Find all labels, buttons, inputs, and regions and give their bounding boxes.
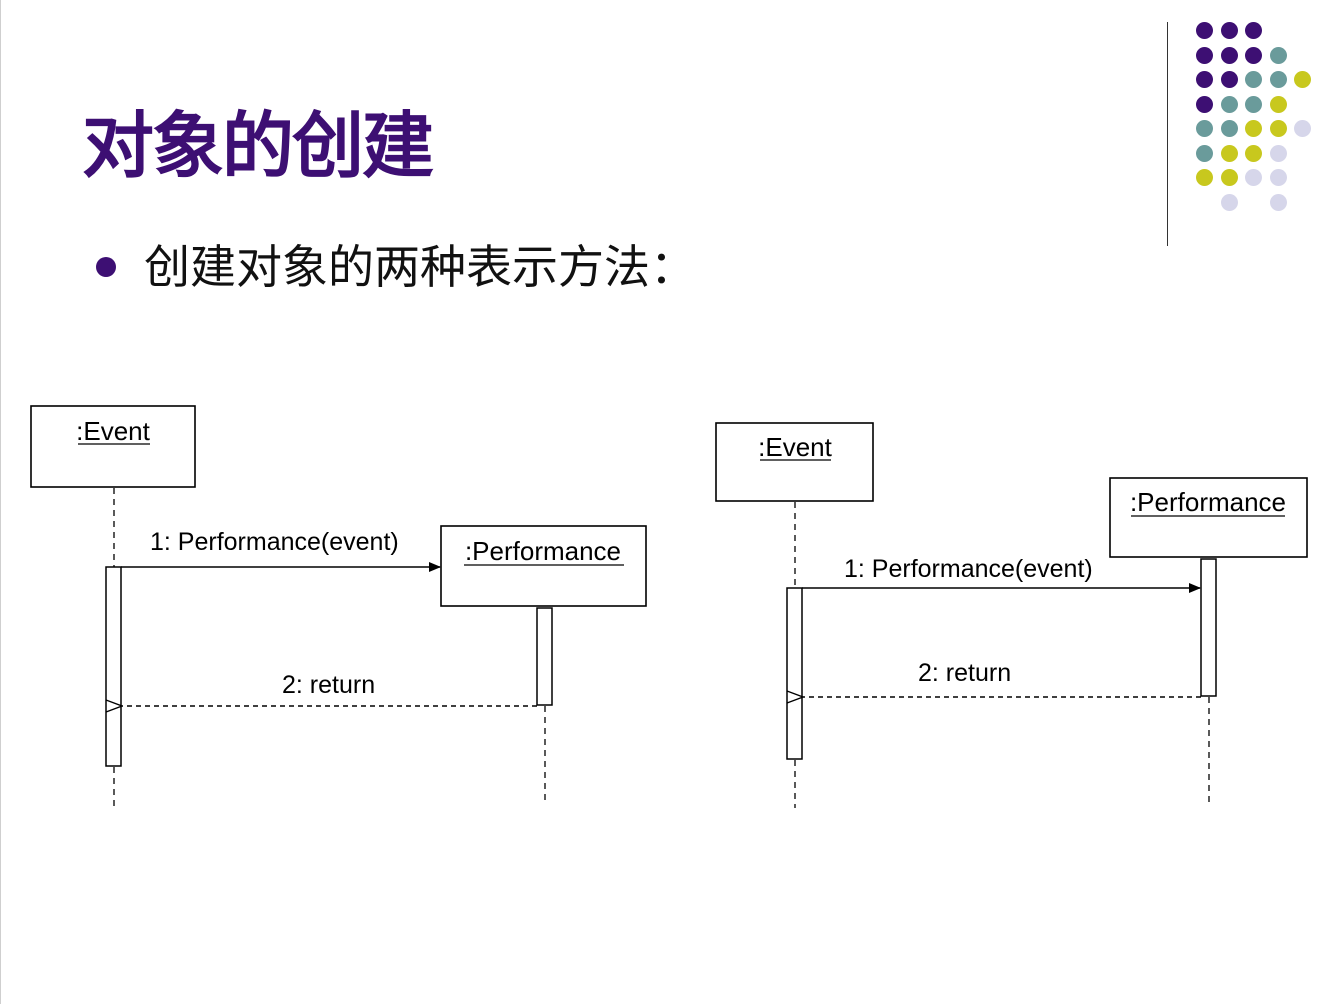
decor-dot — [1269, 144, 1287, 162]
left-performance-activation — [536, 607, 553, 706]
bullet-item: 创建对象的两种表示方法： — [96, 244, 696, 290]
decor-dot — [1220, 95, 1238, 113]
decor-dot — [1220, 22, 1238, 39]
decor-dot — [1294, 71, 1311, 88]
right-performance-box — [1109, 477, 1308, 558]
right-performance-activation — [1200, 558, 1217, 697]
decor-dot — [1196, 169, 1213, 186]
decor-dot — [1220, 71, 1238, 88]
decor-dot — [1196, 71, 1213, 88]
decor-dot — [1245, 22, 1262, 39]
left-create-message-label: 1: Performance(event) — [150, 528, 399, 556]
left-return-message-label: 2: return — [282, 671, 375, 699]
left-event-label: :Event — [76, 416, 150, 446]
decor-divider-line — [1167, 22, 1168, 246]
right-performance-label: :Performance — [1130, 487, 1286, 517]
decor-dot-grid — [1196, 22, 1316, 222]
right-event-label: :Event — [758, 432, 832, 462]
decor-dot — [1196, 144, 1213, 162]
decor-dot — [1196, 46, 1213, 64]
decor-dot — [1220, 144, 1238, 162]
decor-dot — [1196, 22, 1213, 39]
right-create-message-label: 1: Performance(event) — [844, 555, 1093, 583]
slide-left-border — [0, 0, 1, 1004]
decor-dot — [1220, 46, 1238, 64]
right-event-activation — [786, 587, 803, 760]
decor-dot — [1245, 95, 1262, 113]
decor-dot — [1245, 144, 1262, 162]
decor-dot — [1269, 193, 1287, 211]
decor-dot — [1269, 46, 1287, 64]
decor-dot — [1245, 71, 1262, 88]
right-event-box — [715, 422, 874, 502]
decor-dot — [1245, 169, 1262, 186]
decor-dot — [1196, 95, 1213, 113]
decor-dot — [1220, 169, 1238, 186]
decor-dot — [1294, 120, 1311, 137]
bullet-dot-icon — [96, 257, 116, 277]
bullet-text: 创建对象的两种表示方法： — [144, 240, 696, 294]
right-return-message-label: 2: return — [918, 659, 1011, 687]
decor-dot — [1269, 169, 1287, 186]
decor-dot — [1196, 120, 1213, 137]
decor-dot — [1269, 120, 1287, 137]
decor-dot — [1269, 71, 1287, 88]
decor-dot — [1220, 193, 1238, 211]
diagram-left: :Event 1: Performance(event) :Performanc… — [30, 405, 647, 808]
left-performance-label: :Performance — [465, 536, 621, 566]
decor-dot — [1245, 120, 1262, 137]
decor-dot — [1245, 46, 1262, 64]
slide-title: 对象的创建 — [82, 104, 434, 188]
left-performance-box — [440, 525, 647, 607]
diagram-right: :Event :Performance 1: Performance(event… — [715, 422, 1308, 808]
left-event-box — [30, 405, 196, 488]
decor-dot — [1269, 95, 1287, 113]
decor-dot — [1220, 120, 1238, 137]
left-event-activation — [105, 566, 122, 767]
